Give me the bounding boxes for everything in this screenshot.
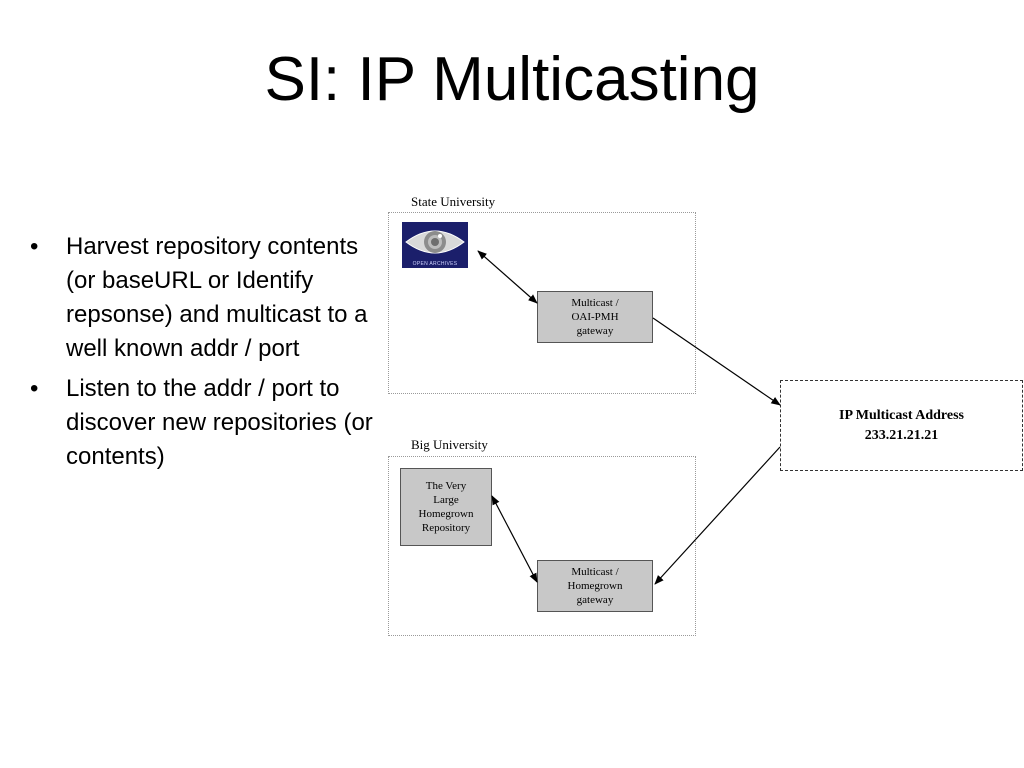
group-label-big-university: Big University: [411, 437, 488, 452]
homegrown-repository-node: The Very Large Homegrown Repository: [400, 468, 492, 546]
arrow-repository-to-homegrown-gateway: [491, 495, 538, 583]
group-box-big-university: [388, 456, 696, 636]
node-line: Multicast /: [571, 297, 619, 309]
bullet-marker: •: [30, 233, 39, 260]
node-line: OAI-PMH: [571, 311, 619, 323]
node-line: Homegrown: [567, 580, 623, 592]
arrow-multicast-to-homegrown-gateway: [654, 446, 781, 585]
node-line: Repository: [421, 522, 471, 534]
homegrown-gateway-node: Multicast / Homegrown gateway: [537, 560, 653, 612]
group-box-state-university: [388, 212, 696, 394]
bullet-marker: •: [30, 375, 39, 402]
node-line: Large: [433, 494, 459, 506]
open-archives-logo-icon: OPEN ARCHIVES: [402, 222, 468, 268]
node-line: Multicast /: [571, 566, 619, 578]
bullet-text: Harvest repository contents (or baseURL …: [66, 233, 368, 362]
group-label-state-university: State University: [411, 194, 496, 209]
bullet-text: Listen to the addr / port to discover ne…: [66, 375, 373, 470]
bullet-item: • Listen to the addr / port to discover …: [28, 372, 373, 474]
oai-pmh-gateway-node: Multicast / OAI-PMH gateway: [537, 291, 653, 343]
node-line: The Very: [425, 480, 467, 492]
arrow-logo-to-oai-gateway: [477, 250, 538, 304]
multicast-address: 233.21.21.21: [864, 427, 939, 443]
open-archives-eye-icon: [405, 230, 465, 254]
arrow-oai-gateway-to-multicast: [652, 317, 781, 406]
node-line: gateway: [576, 594, 614, 606]
node-line: gateway: [576, 325, 614, 337]
logo-caption: OPEN ARCHIVES: [412, 261, 458, 267]
bullet-item: • Harvest repository contents (or baseUR…: [28, 230, 373, 366]
bullet-list: • Harvest repository contents (or baseUR…: [28, 230, 373, 480]
ip-multicast-address-box: IP Multicast Address 233.21.21.21: [780, 380, 1023, 471]
node-line: Homegrown: [418, 508, 474, 520]
multicast-label: IP Multicast Address: [839, 407, 964, 423]
slide-title: SI: IP Multicasting: [264, 45, 760, 114]
